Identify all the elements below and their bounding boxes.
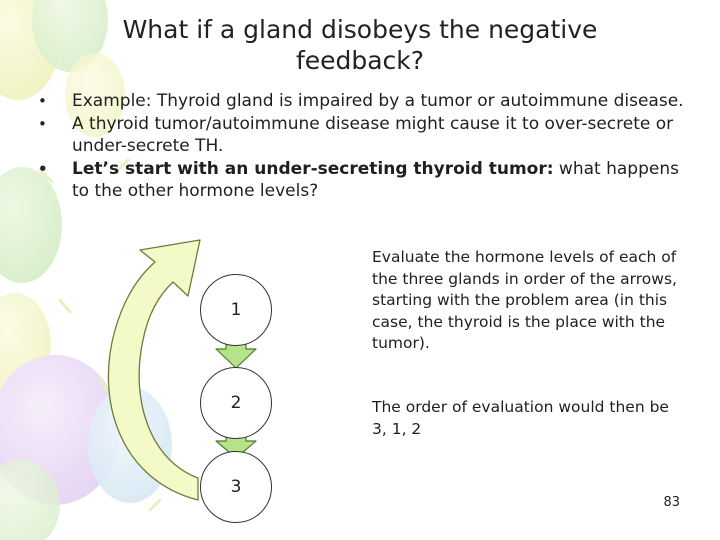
- bullet-text: A thyroid tumor/autoimmune disease might…: [72, 113, 674, 157]
- bullet-item: A thyroid tumor/autoimmune disease might…: [38, 113, 698, 158]
- bullet-text: Example: Thyroid gland is impaired by a …: [72, 91, 684, 111]
- page-number: 83: [663, 495, 680, 510]
- bullet-bold-text: Let’s start with an under-secreting thyr…: [72, 158, 554, 179]
- bullet-list: Example: Thyroid gland is impaired by a …: [38, 90, 698, 203]
- gland-circle-2: 2: [200, 367, 272, 439]
- curved-return-arrow: [107, 239, 201, 501]
- circle-label: 1: [230, 300, 242, 320]
- gland-circle-3: 3: [200, 451, 272, 523]
- circle-label: 3: [230, 477, 242, 497]
- gland-circle-1: 1: [200, 274, 272, 346]
- bullet-normal-text: what happens to the other hormone levels…: [72, 158, 679, 202]
- circle-label: 2: [230, 393, 242, 413]
- bullet-item: Let’s start with an under-secreting thyr…: [38, 158, 698, 203]
- slide-title: What if a gland disobeys the negative fe…: [122, 15, 598, 75]
- evaluation-order: The order of evaluation would then be 3,…: [372, 398, 669, 438]
- bullet-item: Example: Thyroid gland is impaired by a …: [38, 90, 698, 113]
- evaluation-instructions: Evaluate the hormone levels of each of t…: [372, 248, 677, 352]
